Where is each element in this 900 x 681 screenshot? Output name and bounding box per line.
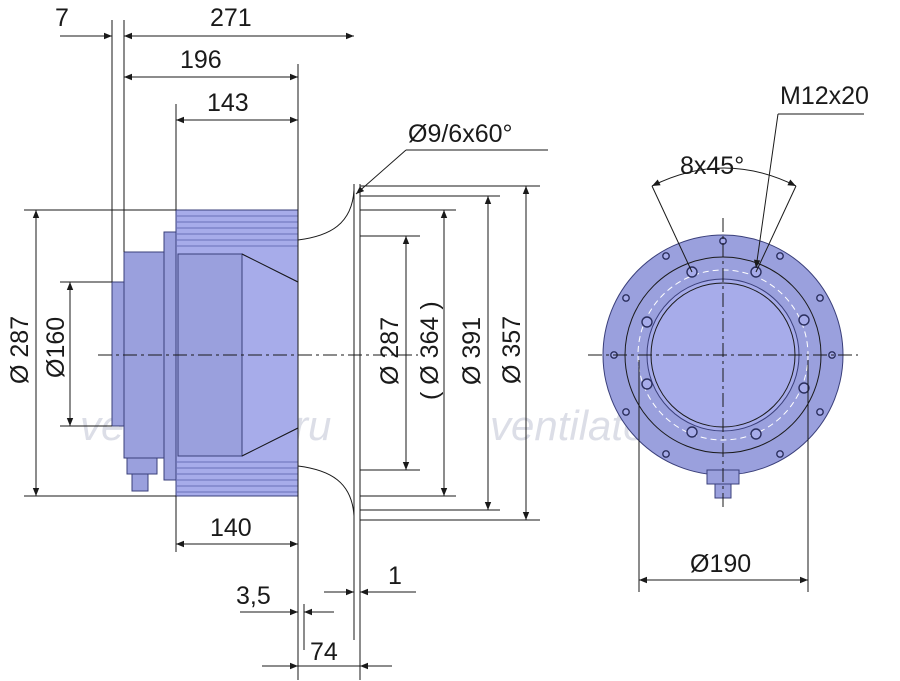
dim-dia-364: ( Ø 364 ) xyxy=(416,301,444,400)
inner-holes xyxy=(641,266,810,440)
angle-8x45: 8x45° xyxy=(680,152,744,180)
dim-dia-391: Ø 391 xyxy=(458,317,486,385)
dim-140: 140 xyxy=(210,514,252,542)
dim-196: 196 xyxy=(180,46,222,74)
dim-dia-160: Ø160 xyxy=(42,317,70,378)
dim-dia-287-left: Ø 287 xyxy=(6,316,34,384)
cable-gland xyxy=(131,473,149,492)
dim-dia-357: Ø 357 xyxy=(498,316,526,384)
dim-dia-287-right: Ø 287 xyxy=(376,317,404,385)
dim-1: 1 xyxy=(388,562,402,590)
dim-dia-190: Ø190 xyxy=(690,550,751,578)
terminal-box xyxy=(126,457,158,475)
dim-74: 74 xyxy=(310,638,338,666)
impeller-blades xyxy=(176,215,298,493)
front-view: 8x45° M12x20 Ø190 xyxy=(588,82,869,592)
thread-m12x20: M12x20 xyxy=(780,82,869,110)
holes-spec: Ø9/6x60° xyxy=(408,120,513,148)
side-view: 271 7 196 143 Ø 287 Ø160 Ø 287 ( Ø 364 )… xyxy=(6,4,548,680)
dim-3-5: 3,5 xyxy=(236,582,271,610)
outer-holes xyxy=(610,237,836,458)
dim-143: 143 xyxy=(207,89,249,117)
dim-7: 7 xyxy=(55,4,69,32)
dim-271: 271 xyxy=(210,4,252,32)
